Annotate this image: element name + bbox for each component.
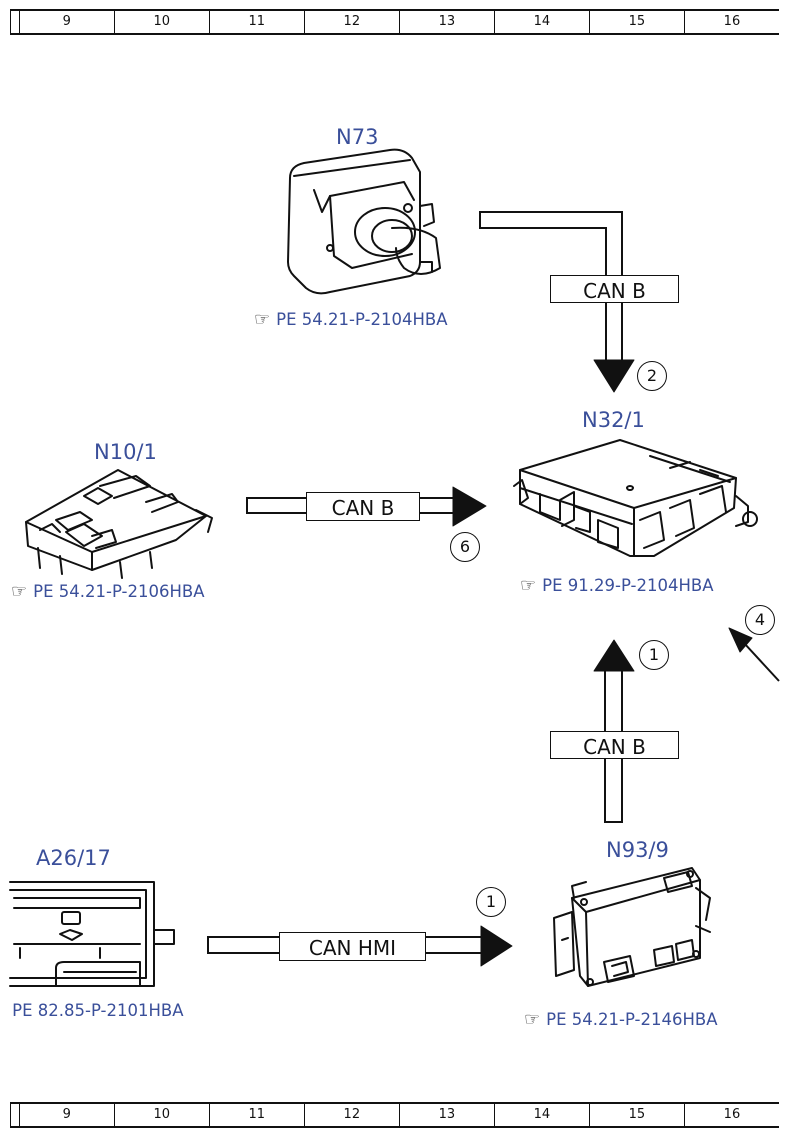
ruler-column: 15 bbox=[590, 11, 685, 33]
pointing-hand-icon: ☞ bbox=[520, 575, 537, 596]
n32-1-module-drawing bbox=[513, 439, 758, 557]
component-title-n10-1: N10/1 bbox=[94, 440, 157, 464]
component-title-n73: N73 bbox=[336, 125, 379, 149]
ruler-column: 10 bbox=[115, 1104, 210, 1126]
ruler-column: 16 bbox=[723, 1107, 741, 1122]
reference-n73[interactable]: ☞ PE 54.21-P-2104HBA bbox=[254, 309, 448, 330]
reference-text: PE 54.21-P-2104HBA bbox=[276, 310, 448, 329]
pointing-hand-icon: ☞ bbox=[254, 309, 271, 330]
ruler-column: 9 bbox=[20, 1104, 115, 1126]
connection-number-badge: 1 bbox=[639, 640, 669, 670]
reference-n32-1[interactable]: ☞ PE 91.29-P-2104HBA bbox=[520, 575, 714, 596]
pointing-hand-icon: ☞ bbox=[524, 1009, 541, 1030]
ignition-switch-drawing bbox=[287, 148, 441, 295]
a26-17-head-unit-drawing bbox=[9, 881, 175, 987]
connection-number-badge: 6 bbox=[450, 532, 480, 562]
component-title-n93-9: N93/9 bbox=[606, 838, 669, 862]
arrowhead-right bbox=[480, 925, 513, 967]
n10-1-module-drawing bbox=[25, 469, 213, 579]
ruler-column: 11 bbox=[210, 1104, 305, 1126]
bus-label-can-b: CAN B bbox=[550, 275, 679, 303]
ruler-column: 12 bbox=[305, 11, 400, 33]
offpage-line bbox=[743, 642, 780, 682]
connection-number-badge: 4 bbox=[745, 605, 775, 635]
ruler-column: 10 bbox=[115, 11, 210, 33]
bus-label-can-hmi: CAN HMI bbox=[279, 932, 426, 961]
ruler-column: 12 bbox=[305, 1104, 400, 1126]
reference-n10-1[interactable]: ☞ PE 54.21-P-2106HBA bbox=[11, 581, 205, 602]
reference-a26-17[interactable]: ☞PE 82.85-P-2101HBA bbox=[0, 1000, 184, 1021]
reference-text: PE 91.29-P-2104HBA bbox=[542, 576, 714, 595]
column-ruler-top: 9 10 11 12 13 14 15 16 bbox=[10, 9, 779, 35]
reference-text: PE 82.85-P-2101HBA bbox=[12, 1001, 184, 1020]
connection-number-badge: 2 bbox=[637, 361, 667, 391]
arrowhead-right bbox=[452, 486, 487, 527]
reference-text: PE 54.21-P-2146HBA bbox=[546, 1010, 718, 1029]
pointing-hand-icon: ☞ bbox=[11, 581, 28, 602]
n93-9-module-drawing bbox=[553, 867, 711, 987]
component-title-a26-17: A26/17 bbox=[36, 846, 111, 870]
reference-text: PE 54.21-P-2106HBA bbox=[33, 582, 205, 601]
arrowhead-up bbox=[593, 639, 635, 672]
ruler-column: 14 bbox=[495, 11, 590, 33]
bus-label-can-b: CAN B bbox=[306, 492, 420, 521]
component-title-n32-1: N32/1 bbox=[582, 408, 645, 432]
reference-n93-9[interactable]: ☞ PE 54.21-P-2146HBA bbox=[524, 1009, 718, 1030]
connection-number-badge: 1 bbox=[476, 887, 506, 917]
ruler-column: 13 bbox=[400, 11, 495, 33]
column-ruler-bottom: 9 10 11 12 13 14 15 16 bbox=[10, 1102, 779, 1128]
ruler-column: 9 bbox=[20, 11, 115, 33]
arrowhead-down bbox=[593, 359, 635, 393]
ruler-column: 15 bbox=[590, 1104, 685, 1126]
ruler-column: 13 bbox=[400, 1104, 495, 1126]
ruler-column: 14 bbox=[495, 1104, 590, 1126]
ruler-column: 16 bbox=[723, 14, 741, 29]
ruler-column: 11 bbox=[210, 11, 305, 33]
bus-label-can-b: CAN B bbox=[550, 731, 679, 759]
